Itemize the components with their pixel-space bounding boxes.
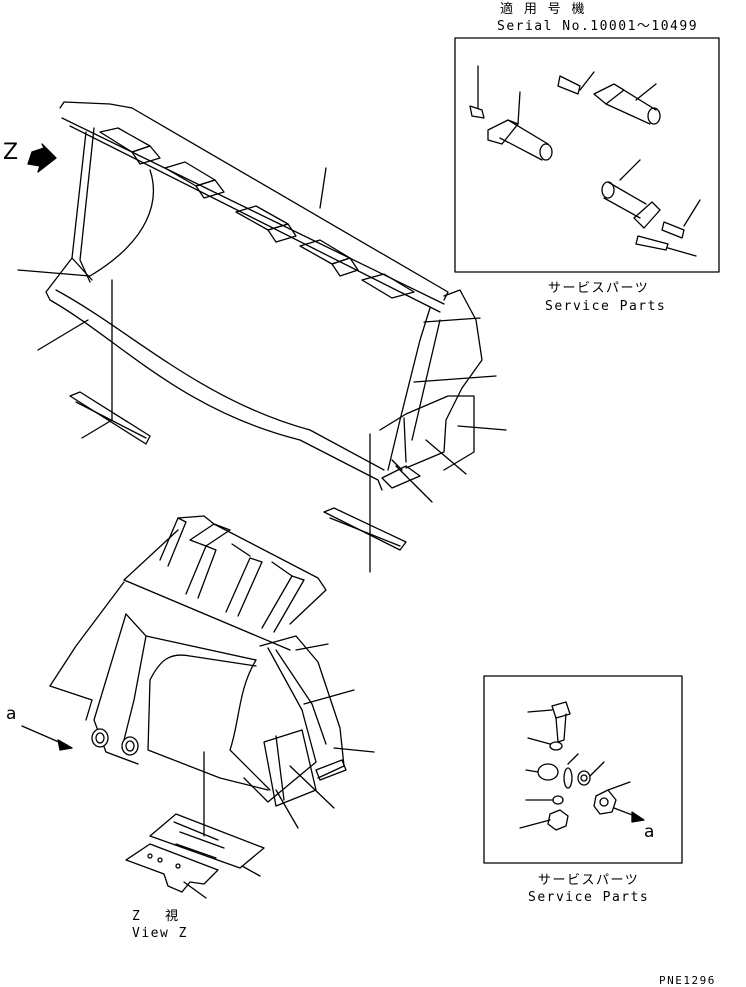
service-parts-jp-bottom: サービスパーツ	[538, 873, 640, 888]
view-z-jp-label: Z 視	[132, 909, 180, 924]
hardware-parts-drawing	[519, 701, 645, 831]
view-arrow-icon	[27, 143, 57, 173]
z-marker: Z	[3, 140, 19, 165]
service-parts-en-top: Service Parts	[545, 299, 667, 314]
view-z-plates	[125, 813, 265, 899]
service-parts-en-bottom: Service Parts	[528, 890, 650, 905]
pin-parts-drawing	[469, 65, 701, 257]
a-marker-left: a	[6, 704, 17, 724]
view-z-en-label: View Z	[132, 926, 188, 941]
a-marker-right: a	[644, 822, 655, 842]
service-parts-box-bottom	[483, 675, 683, 864]
bucket-rear-view	[21, 515, 375, 837]
service-parts-jp-top: サービスパーツ	[548, 281, 650, 296]
service-parts-box-top	[454, 37, 720, 273]
bucket-main-view	[17, 101, 507, 573]
applicable-models-label: 適 用 号 機	[500, 2, 586, 17]
drawing-number: PNE1296	[659, 974, 716, 987]
serial-range-label: Serial No.10001～10499	[497, 19, 699, 34]
